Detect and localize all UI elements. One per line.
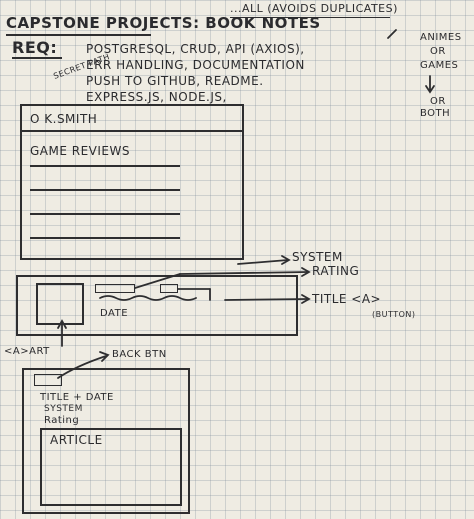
detail-system: SYSTEM	[44, 404, 83, 414]
topic-games: GAMES	[420, 60, 459, 71]
choice-arrowhead	[425, 85, 435, 94]
title-arrow	[387, 29, 397, 39]
home-text-line-2	[30, 189, 180, 191]
rating-label: RATING	[312, 264, 360, 278]
topic-or-2: OR	[430, 96, 446, 107]
card-wireframe	[16, 275, 298, 336]
date-label: DATE	[100, 308, 129, 319]
system-arrow	[237, 259, 289, 265]
title-label: TITLE <a>	[312, 292, 382, 306]
title-arrowhead	[301, 294, 311, 304]
system-arrowhead	[281, 255, 291, 265]
home-text-line-3	[30, 213, 180, 215]
home-navbar-divider	[20, 130, 242, 132]
top-note: ...ALL (AVOIDS DUPLICATES)	[230, 2, 398, 15]
rating-arrowhead	[301, 267, 311, 277]
req-underline	[12, 57, 62, 59]
req-line-1: POSTGRESQL, CRUD, API (AXIOS),	[86, 42, 305, 56]
system-placeholder	[95, 284, 135, 293]
topic-animes: ANIMES	[420, 32, 462, 43]
home-text-line-1	[30, 165, 180, 167]
detail-wireframe	[22, 368, 190, 514]
req-label: REQ:	[12, 38, 58, 57]
home-text-line-4	[30, 237, 180, 239]
page-title: CAPSTONE PROJECTS: BOOK NOTES	[6, 14, 321, 32]
topic-both: BOTH	[420, 108, 451, 119]
topic-or-1: OR	[430, 46, 446, 57]
top-note-underline	[230, 17, 390, 18]
back-button-placeholder	[34, 374, 62, 386]
title-note: (BUTTON)	[372, 310, 416, 319]
back-label: BACK BTN	[112, 349, 167, 360]
rating-placeholder	[160, 284, 178, 293]
title-underline	[6, 34, 151, 36]
user-name: O K.SMITH	[30, 112, 98, 126]
req-line-4: EXPRESS.JS, NODE.JS,	[86, 90, 227, 104]
req-line-2: ERR HANDLING, DOCUMENTATION	[86, 58, 305, 72]
system-label: SYSTEM	[292, 250, 343, 264]
art-label: <a>ART	[4, 346, 50, 357]
art-placeholder	[36, 283, 84, 325]
article-box	[40, 428, 182, 506]
detail-rating: Rating	[44, 415, 80, 426]
home-wireframe	[20, 104, 244, 260]
article-label: ARTICLE	[50, 433, 103, 447]
req-line-3: PUSH TO GITHUB, README.	[86, 74, 264, 88]
detail-title-date: TITLE + date	[40, 392, 114, 403]
rating-arrow	[179, 271, 309, 275]
home-heading: GAME REVIEWS	[30, 144, 130, 158]
back-arrowhead	[99, 351, 110, 362]
